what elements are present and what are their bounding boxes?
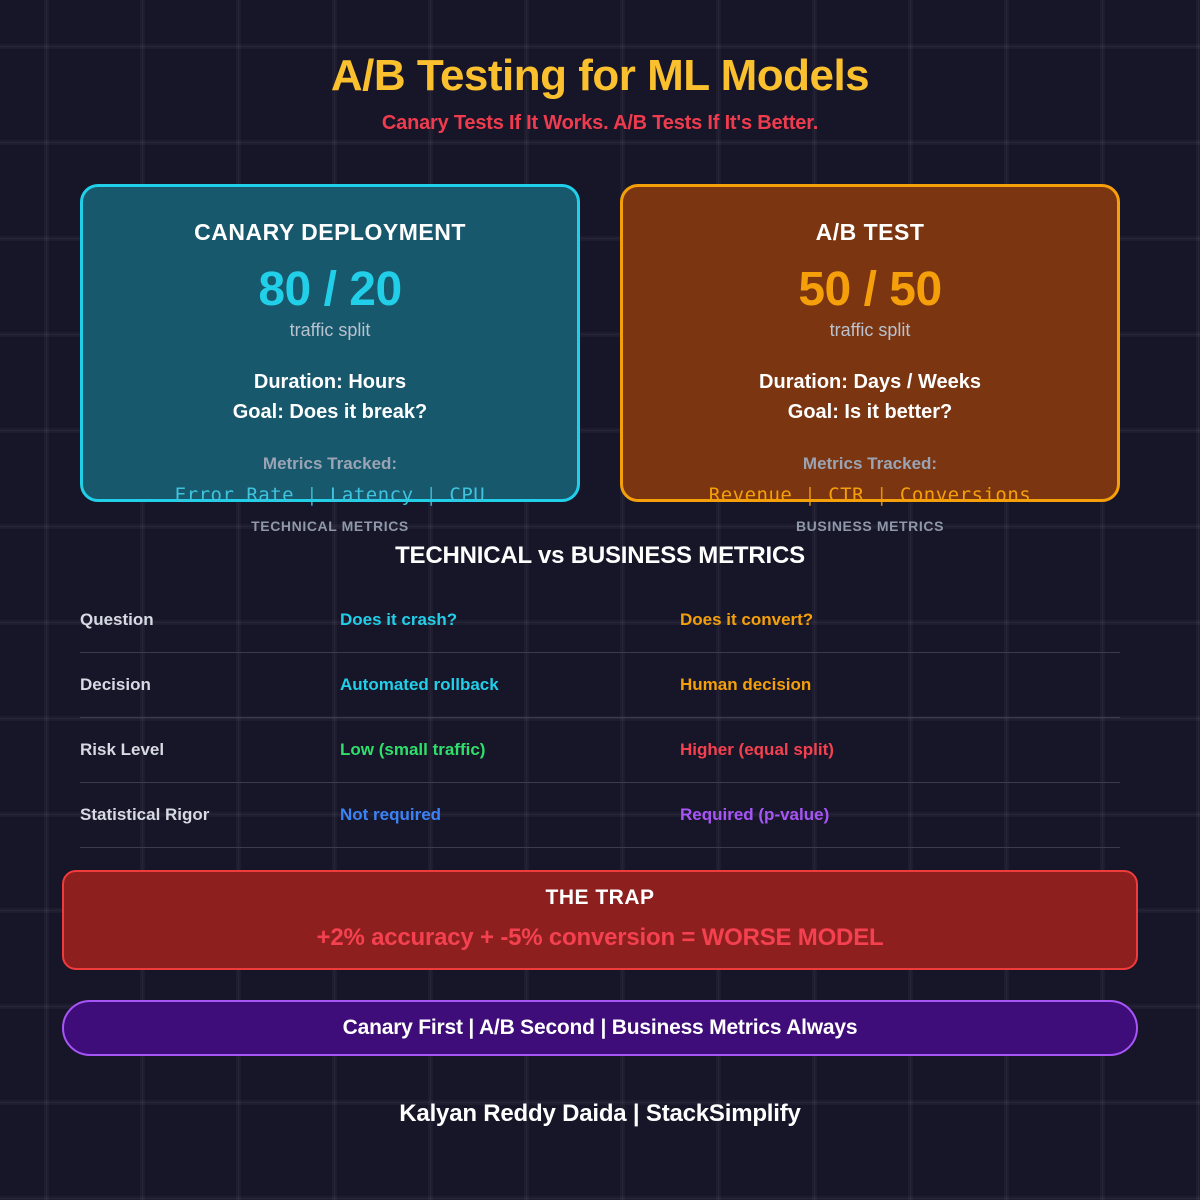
footer-credit: Kalyan Reddy Daida | StackSimplify	[399, 1100, 801, 1127]
row-business-decision: Human decision	[680, 675, 812, 694]
card-ab-metric-sep-0: |	[804, 483, 817, 506]
card-ab-goal: Goal: Is it better?	[787, 401, 953, 424]
card-ab-metric-2: Conversions	[899, 483, 1032, 506]
card-canary-metric-0: Error Rate	[174, 483, 295, 506]
card-ab-test: A/B TEST 50 / 50 traffic split Duration:…	[620, 184, 1120, 534]
card-ab-footer-label: BUSINESS METRICS	[795, 517, 945, 534]
row-business-risk-level: Higher (equal split)	[680, 740, 834, 759]
comparison-table: Question Does it crash? Does it convert?…	[80, 588, 1120, 848]
card-canary-goal: Goal: Does it break?	[232, 401, 428, 424]
card-ab-metrics-list: Revenue | CTR | Conversions	[623, 484, 1117, 506]
card-ab-metric-0: Revenue	[708, 483, 793, 506]
card-ab-traffic-split-label: traffic split	[829, 320, 911, 340]
row-technical-statistical-rigor: Not required	[340, 805, 442, 824]
row-label-risk-level: Risk Level	[80, 740, 165, 759]
card-ab-title: A/B TEST	[815, 219, 925, 245]
card-canary-details: Duration: Hours Goal: Does it break?	[83, 367, 577, 428]
row-technical-decision: Automated rollback	[340, 675, 499, 694]
card-canary-traffic-split-label: traffic split	[289, 320, 371, 340]
row-technical-question: Does it crash?	[340, 610, 458, 629]
row-label-question: Question	[80, 610, 154, 629]
card-canary-metric-1: Latency	[329, 483, 414, 506]
card-ab-traffic-split: 50 / 50	[798, 263, 942, 316]
trap-equation: +2% accuracy + -5% conversion = WORSE MO…	[316, 924, 884, 951]
card-ab-metric-1: CTR	[828, 483, 865, 506]
page-subtitle: Canary Tests If It Works. A/B Tests If I…	[381, 112, 819, 135]
card-canary-duration: Duration: Hours	[253, 371, 407, 393]
table-row: Risk Level Low (small traffic) Higher (e…	[80, 718, 1120, 783]
comparison-heading: TECHNICAL vs BUSINESS METRICS	[395, 542, 805, 569]
card-ab-duration: Duration: Days / Weeks	[759, 371, 981, 393]
header: A/B Testing for ML Models Canary Tests I…	[0, 51, 1200, 135]
row-label-decision: Decision	[80, 675, 151, 694]
card-canary-traffic-split: 80 / 20	[258, 263, 402, 316]
card-canary-metrics-list: Error Rate | Latency | CPU	[83, 484, 577, 506]
card-canary-footer-label: TECHNICAL METRICS	[251, 517, 409, 534]
row-business-question: Does it convert?	[680, 610, 814, 629]
card-canary-title: CANARY DEPLOYMENT	[194, 219, 466, 245]
comparison-cards: CANARY DEPLOYMENT 80 / 20 traffic split …	[80, 184, 1120, 534]
row-technical-risk-level: Low (small traffic)	[340, 740, 486, 759]
page-title: A/B Testing for ML Models	[330, 51, 870, 100]
card-ab-metric-sep-1: |	[875, 483, 888, 506]
table-row: Decision Automated rollback Human decisi…	[80, 653, 1120, 718]
table-row: Statistical Rigor Not required Required …	[80, 783, 1120, 848]
card-canary-metric-2: CPU	[449, 483, 486, 506]
rule-text: Canary First | A/B Second | Business Met…	[342, 1016, 858, 1039]
card-ab-metrics-heading: Metrics Tracked:	[802, 453, 938, 473]
card-canary-metrics-heading: Metrics Tracked:	[262, 453, 398, 473]
rule-banner: Canary First | A/B Second | Business Met…	[62, 1000, 1138, 1056]
table-row: Question Does it crash? Does it convert?	[80, 588, 1120, 653]
card-ab-details: Duration: Days / Weeks Goal: Is it bette…	[623, 367, 1117, 428]
row-business-statistical-rigor: Required (p-value)	[680, 805, 830, 824]
card-canary-metric-sep-1: |	[425, 483, 438, 506]
card-canary-metric-sep-0: |	[306, 483, 319, 506]
row-label-statistical-rigor: Statistical Rigor	[80, 805, 210, 824]
trap-banner: THE TRAP +2% accuracy + -5% conversion =…	[62, 870, 1138, 970]
trap-title: THE TRAP	[545, 886, 655, 909]
card-canary-deployment: CANARY DEPLOYMENT 80 / 20 traffic split …	[80, 184, 580, 534]
